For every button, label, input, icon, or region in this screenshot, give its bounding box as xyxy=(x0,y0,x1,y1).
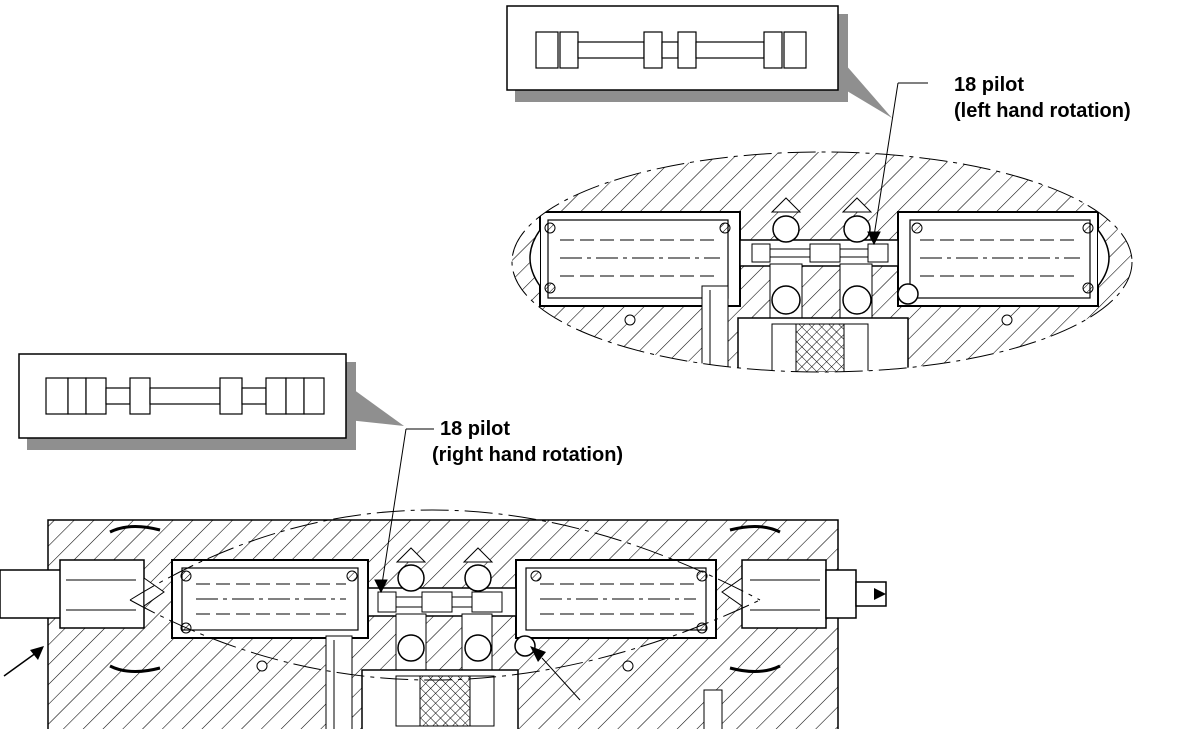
pilot-spool-left-rotation xyxy=(535,31,807,69)
upper-pilot-inset xyxy=(506,5,892,118)
upper-section-view xyxy=(512,152,1132,372)
lower-callout-line2: (right hand rotation) xyxy=(432,444,624,466)
lower-callout-leader xyxy=(374,428,434,594)
upper-callout-line2: (left hand rotation) xyxy=(954,100,1131,122)
upper-callout-label: 18 pilot (left hand rotation) xyxy=(954,72,1131,124)
lower-section-view xyxy=(0,519,887,729)
upper-callout-leader xyxy=(867,82,928,246)
lower-callout-label: 18 pilot (right hand rotation) xyxy=(432,416,623,468)
upper-callout-line1: 18 pilot xyxy=(954,74,1025,96)
pilot-spool-right-rotation xyxy=(45,377,325,415)
lower-pilot-inset xyxy=(18,353,404,450)
lower-callout-line1: 18 pilot xyxy=(440,418,511,440)
